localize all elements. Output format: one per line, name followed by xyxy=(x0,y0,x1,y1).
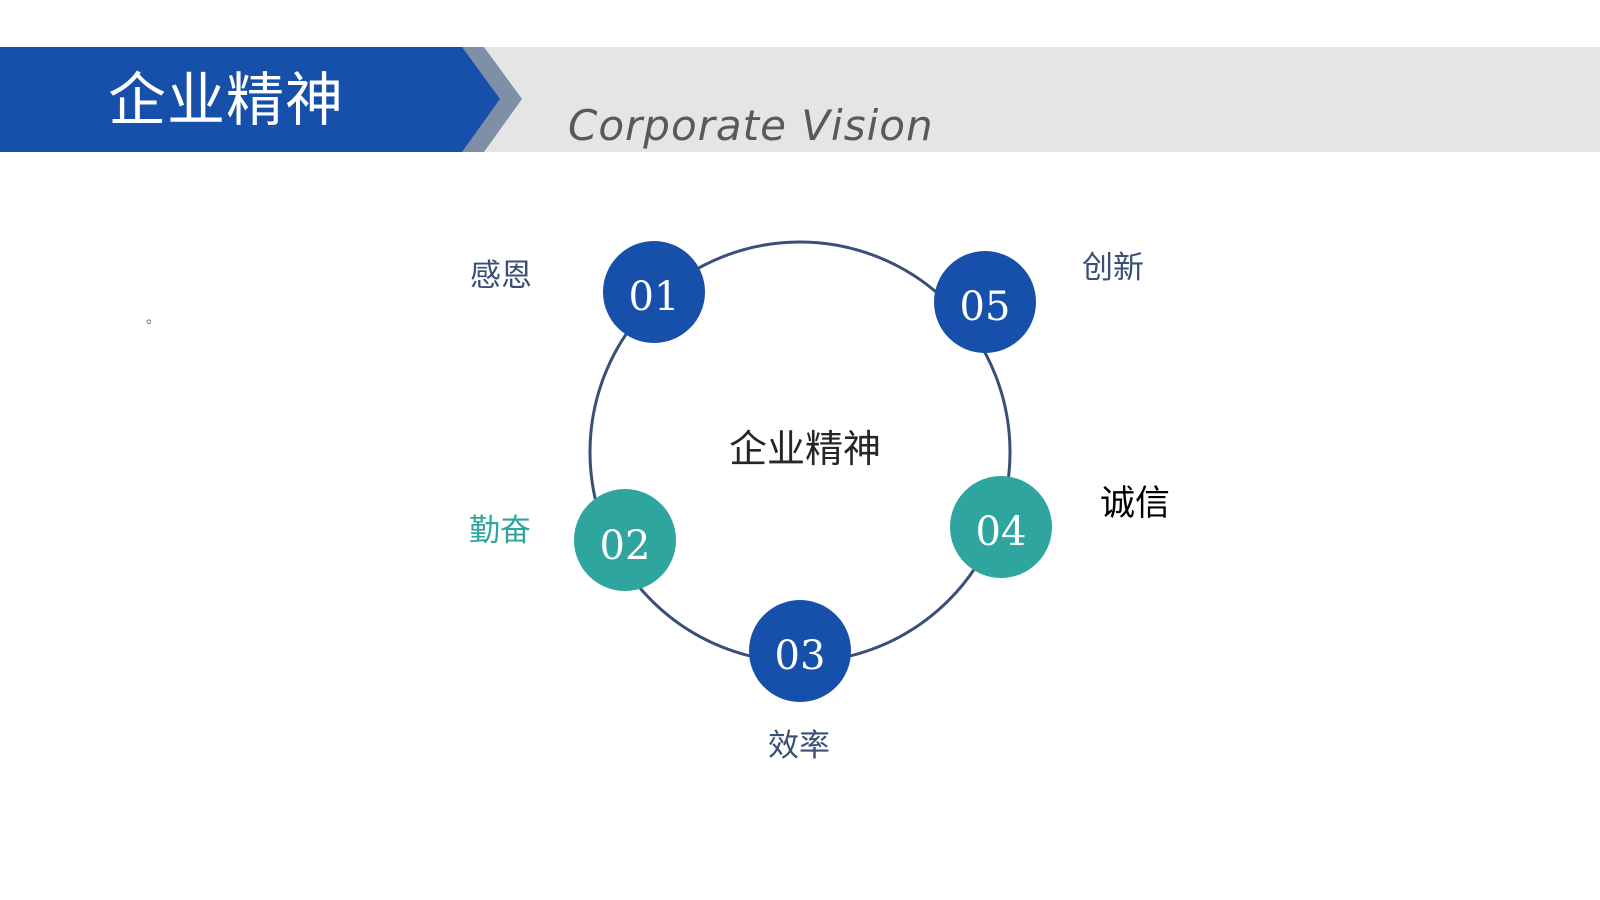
side-note: 。 xyxy=(146,311,160,327)
node-02-number: 02 xyxy=(600,523,651,569)
node-02: 02 xyxy=(574,489,676,591)
node-02-label: 勤奋 xyxy=(469,513,531,549)
node-04-circle xyxy=(950,476,1052,578)
node-03-number: 03 xyxy=(775,633,826,679)
node-05-circle xyxy=(934,251,1036,353)
node-05-number: 05 xyxy=(960,284,1011,330)
node-04-label: 诚信 xyxy=(1100,484,1171,524)
node-01-number: 01 xyxy=(629,274,680,320)
node-03: 03 xyxy=(749,600,851,702)
node-04: 04 xyxy=(950,476,1052,578)
node-03-circle xyxy=(749,600,851,702)
node-01-circle xyxy=(603,241,705,343)
page-title: 企业精神 xyxy=(108,66,345,134)
node-03-label: 效率 xyxy=(768,728,830,764)
node-01-label: 感恩 xyxy=(470,258,532,294)
page-subtitle: Corporate Vision xyxy=(568,101,934,150)
diagram-center-label: 企业精神 xyxy=(728,427,881,471)
node-04-number: 04 xyxy=(976,509,1027,555)
header-graphic xyxy=(0,47,522,152)
header-chevron xyxy=(450,47,522,152)
node-01: 01 xyxy=(603,241,705,343)
node-02-circle xyxy=(574,489,676,591)
header-title-block xyxy=(0,47,500,152)
node-05-label: 创新 xyxy=(1082,250,1144,286)
node-05: 05 xyxy=(934,251,1036,353)
